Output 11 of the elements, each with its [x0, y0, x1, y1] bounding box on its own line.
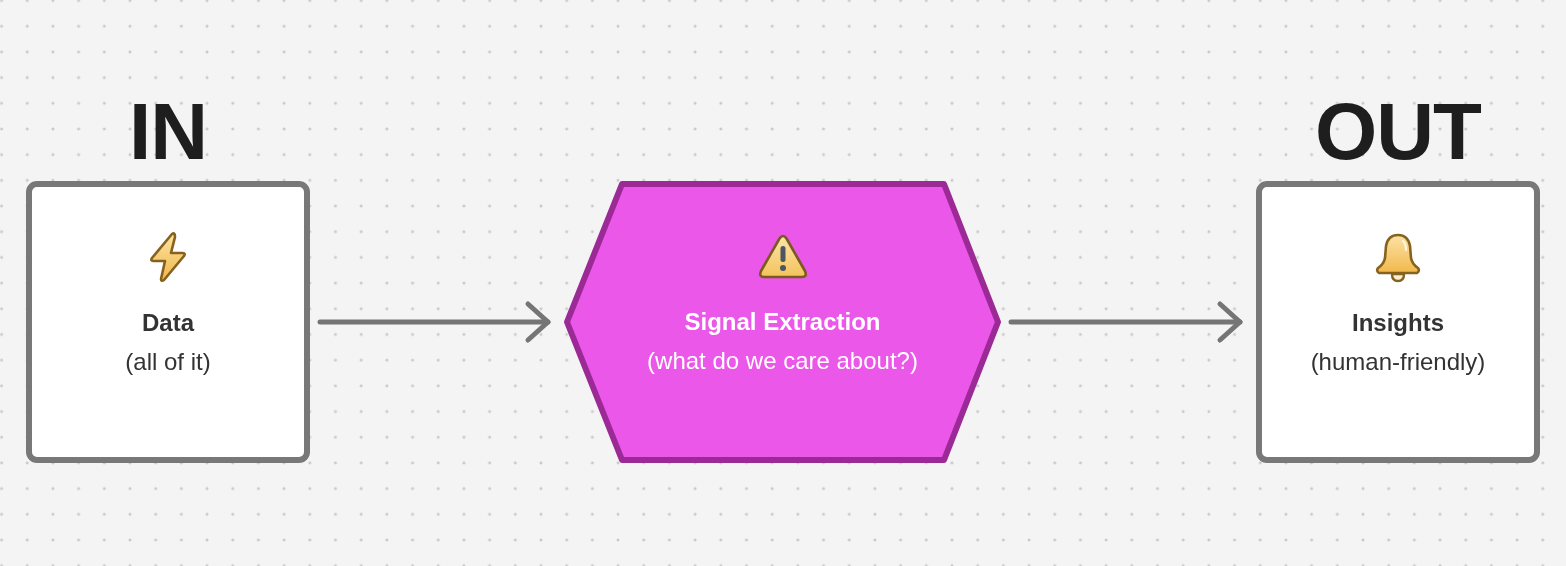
- column-heading: OUT: [1315, 92, 1481, 172]
- node-title: Signal Extraction: [684, 307, 881, 337]
- node-subtitle: (all of it): [125, 347, 211, 377]
- arrow: [317, 301, 551, 343]
- node-subtitle: (human-friendly): [1310, 347, 1486, 377]
- node-title: Insights: [1352, 308, 1444, 338]
- process-hexagon: [564, 181, 1001, 463]
- column-heading: IN: [129, 92, 207, 172]
- node-subtitle: (what do we care about?): [647, 346, 918, 376]
- node-title: Data: [142, 308, 194, 338]
- arrow: [1008, 301, 1243, 343]
